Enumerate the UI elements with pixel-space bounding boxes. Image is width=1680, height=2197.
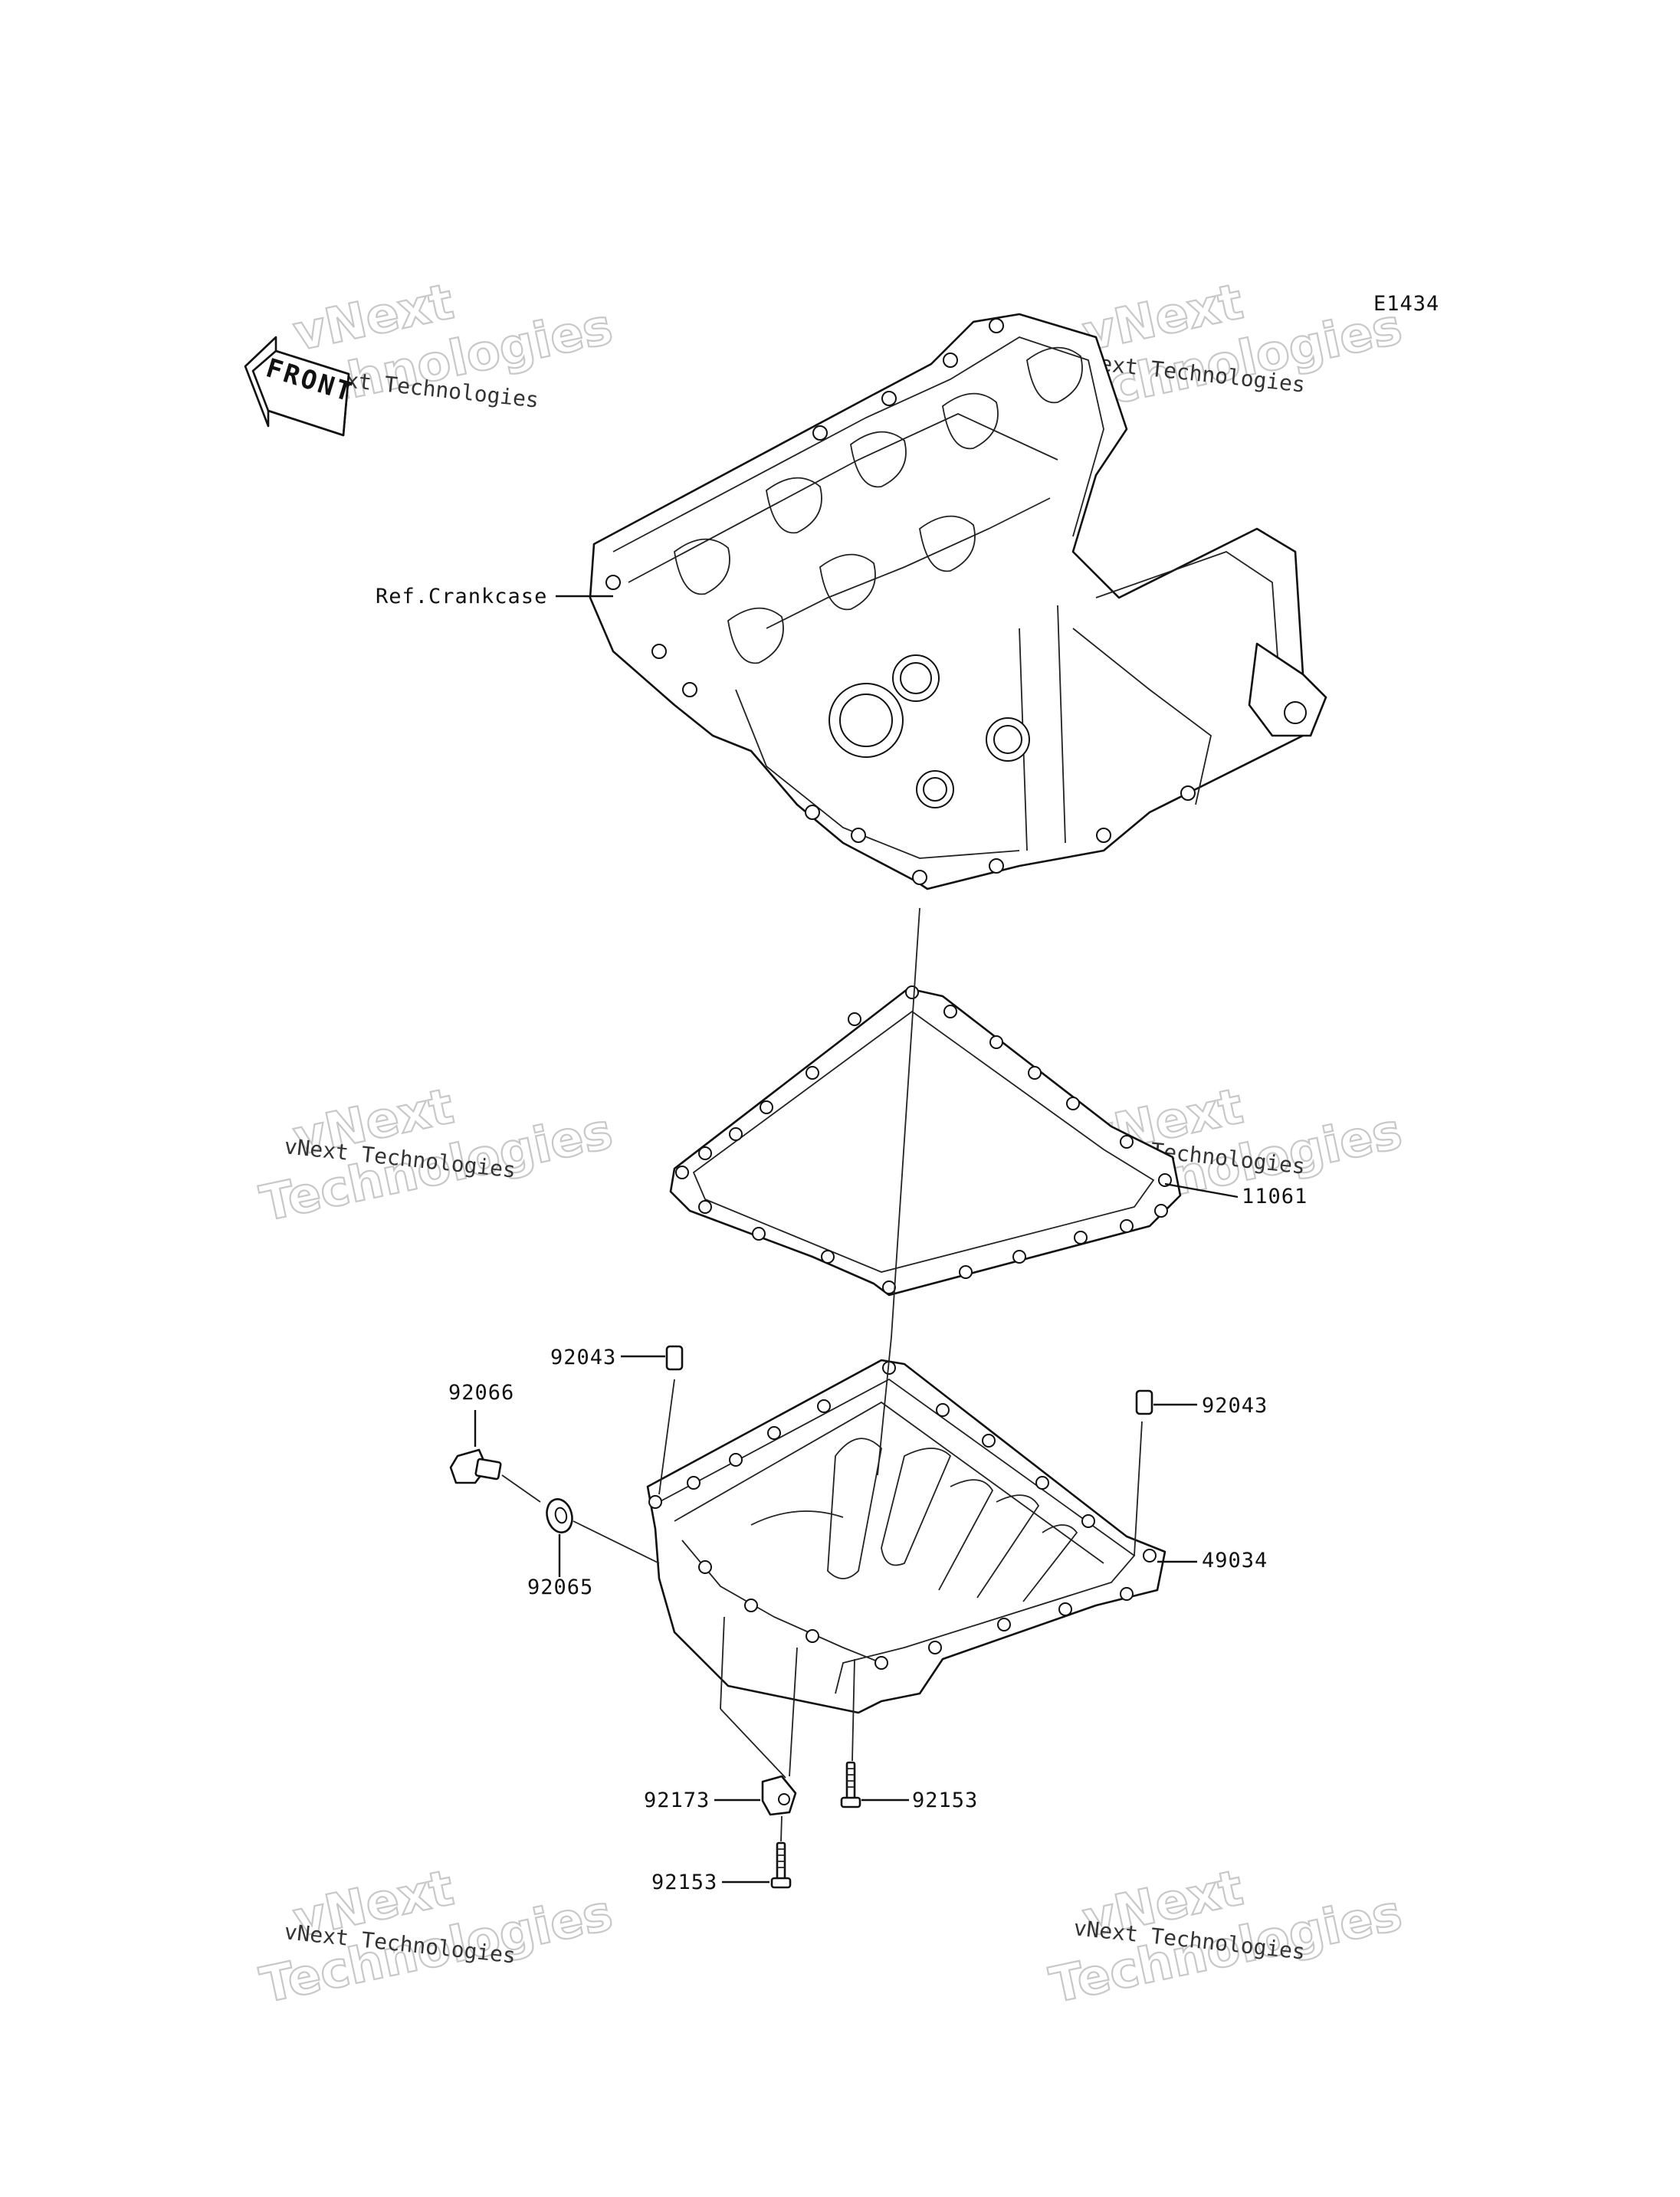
alignment-line bbox=[891, 907, 920, 1338]
oil-pan-drawing bbox=[646, 1359, 1166, 1714]
label-bolt-right: 92153 bbox=[912, 1789, 978, 1812]
bolt-bottom bbox=[770, 1841, 792, 1889]
alignment-line bbox=[720, 1708, 786, 1779]
label-gasket: 11061 bbox=[1242, 1185, 1308, 1208]
label-dowel-right: 92043 bbox=[1202, 1394, 1268, 1418]
alignment-line bbox=[851, 1658, 855, 1762]
gasket-drawing bbox=[669, 985, 1182, 1297]
washer bbox=[546, 1498, 573, 1533]
dowel-pin-right bbox=[1135, 1389, 1153, 1415]
crankcase-drawing bbox=[589, 313, 1327, 890]
label-oil-pan: 49034 bbox=[1202, 1549, 1268, 1572]
label-dowel-left: 92043 bbox=[550, 1346, 616, 1369]
alignment-line bbox=[877, 1336, 892, 1476]
label-bolt-bottom: 92153 bbox=[651, 1871, 717, 1894]
label-washer: 92065 bbox=[527, 1576, 593, 1599]
alignment-line bbox=[1134, 1421, 1143, 1556]
diagram-id: E1434 bbox=[1373, 292, 1439, 316]
label-drain-plug: 92066 bbox=[448, 1381, 514, 1405]
label-clamp: 92173 bbox=[644, 1789, 710, 1812]
alignment-line bbox=[501, 1474, 541, 1503]
alignment-line bbox=[720, 1616, 725, 1710]
alignment-line bbox=[573, 1520, 660, 1564]
alignment-line bbox=[658, 1379, 675, 1495]
dowel-pin-left bbox=[665, 1345, 684, 1371]
alignment-line bbox=[780, 1815, 783, 1842]
label-crankcase: Ref.Crankcase bbox=[376, 585, 547, 608]
clamp bbox=[761, 1775, 797, 1816]
drain-plug bbox=[449, 1448, 502, 1484]
bolt-right bbox=[840, 1761, 861, 1808]
leader-line bbox=[1164, 1182, 1239, 1199]
alignment-line bbox=[789, 1647, 798, 1777]
